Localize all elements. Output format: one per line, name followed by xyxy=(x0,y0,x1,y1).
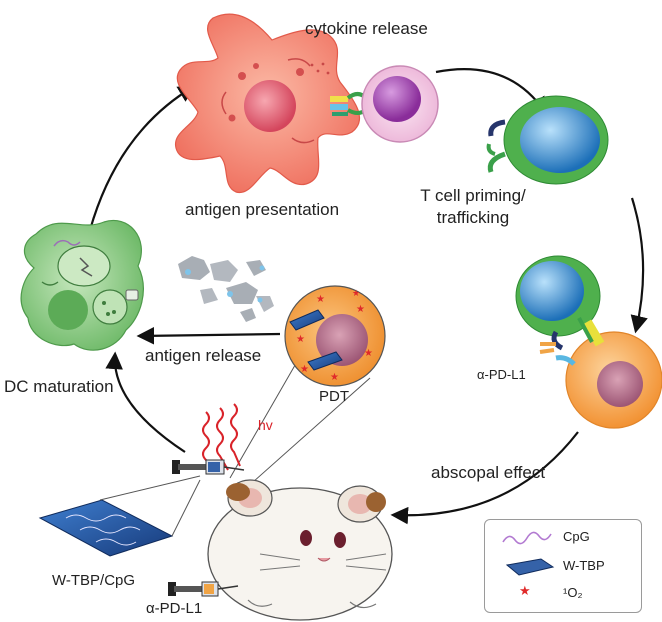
arrow-abscopal-effect xyxy=(390,431,579,525)
antigen-debris xyxy=(178,256,274,322)
pdt-singlet-oxygen-stars: ★ ★ ★ ★ ★ ★ ★ xyxy=(296,289,373,383)
cpg-strand-icon xyxy=(502,531,552,545)
naive-t-cell xyxy=(361,65,439,143)
legend-row-singlet-oxygen: ★ ¹O₂ xyxy=(485,582,641,606)
label-antigen-release: antigen release xyxy=(145,346,262,365)
svg-text:★: ★ xyxy=(330,372,339,383)
label-hv: hv xyxy=(258,417,273,433)
injection-syringe-bottom xyxy=(168,581,239,597)
label-alpha-pd-l1-right: α-PD-L1 xyxy=(477,367,526,382)
legend-label-cpg: CpG xyxy=(563,529,590,544)
mature-dendritic-cell xyxy=(20,219,144,351)
legend-label-w-tbp: W-TBP xyxy=(563,558,605,573)
arrow-antigen-release xyxy=(136,326,281,345)
svg-text:★: ★ xyxy=(300,364,309,375)
arrow-dc-maturation xyxy=(105,351,186,453)
svg-text:★: ★ xyxy=(364,348,373,359)
legend-row-cpg: CpG xyxy=(485,526,641,550)
label-cytokine-release: cytokine release xyxy=(305,19,428,38)
label-t-cell-priming-line1: T cell priming/ xyxy=(420,186,526,205)
light-irradiation-icon xyxy=(202,403,241,475)
svg-text:★: ★ xyxy=(296,334,305,345)
w-tbp-plate-icon xyxy=(505,558,555,576)
legend: CpG W-TBP ★ ¹O₂ xyxy=(484,519,642,613)
singlet-oxygen-star-icon: ★ xyxy=(519,584,531,599)
t-cell-tumor-engagement xyxy=(515,255,662,429)
svg-text:★: ★ xyxy=(356,304,365,315)
injection-syringe-top xyxy=(172,459,245,475)
label-antigen-presentation: antigen presentation xyxy=(185,200,340,219)
svg-text:★: ★ xyxy=(352,289,360,299)
dendritic-cell xyxy=(175,13,361,194)
label-t-cell-priming-line2: trafficking xyxy=(436,208,510,227)
arrow-priming-to-tumor xyxy=(630,197,648,334)
label-alpha-pd-l1-bottom: α-PD-L1 xyxy=(146,600,203,617)
primed-t-cell xyxy=(486,95,609,185)
pdt-zoom-view xyxy=(229,285,386,491)
immune-synapse-top xyxy=(330,92,368,116)
label-abscopal-effect: abscopal effect xyxy=(431,463,546,482)
label-pdt: PDT xyxy=(319,388,349,405)
arrow-maturation-to-presentation xyxy=(88,85,197,231)
label-w-tbp-cpg: W-TBP/CpG xyxy=(52,572,136,589)
legend-row-w-tbp: W-TBP xyxy=(485,555,641,579)
w-tbp-cpg-plate xyxy=(38,475,201,557)
mouse-illustration xyxy=(207,479,393,621)
label-dc-maturation: DC maturation xyxy=(4,377,114,396)
svg-text:★: ★ xyxy=(316,294,325,305)
legend-label-singlet-oxygen: ¹O₂ xyxy=(563,585,583,600)
